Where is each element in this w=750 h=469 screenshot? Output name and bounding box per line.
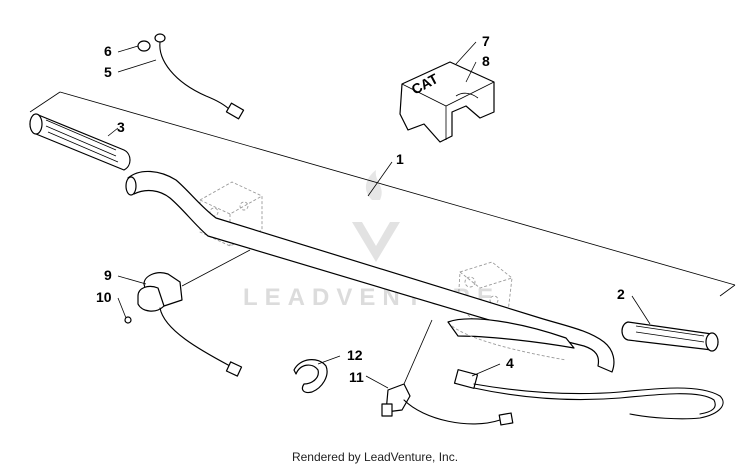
assembly-reference-line	[59, 91, 736, 286]
left-grip[interactable]	[29, 113, 131, 171]
callout-12: 12	[347, 347, 363, 363]
watermark-flame-icon	[365, 170, 382, 200]
assembly-reference-line-right	[719, 284, 736, 297]
callout-11: 11	[349, 369, 364, 385]
watermark-chevron-icon	[352, 222, 400, 262]
callout-3: 3	[117, 119, 125, 135]
callout-1: 1	[396, 151, 404, 167]
hand-warmer-switch[interactable]	[124, 272, 243, 377]
wire-harness[interactable]	[453, 369, 724, 420]
snap-ring[interactable]	[293, 359, 328, 394]
leader-lines	[107, 41, 651, 389]
brake-lever[interactable]	[447, 318, 575, 361]
callout-10: 10	[96, 289, 112, 305]
brake-switch[interactable]	[381, 383, 514, 426]
assembly-reference-line-left	[29, 91, 61, 113]
grip-heater-wire[interactable]	[137, 33, 245, 120]
callout-9: 9	[104, 267, 112, 283]
callout-4: 4	[506, 355, 514, 371]
callout-6: 6	[104, 43, 112, 59]
handlebar-pad[interactable]: CAT	[399, 61, 495, 143]
callout-2: 2	[617, 286, 625, 302]
callout-8: 8	[482, 53, 490, 69]
footer-credit: Rendered by LeadVenture, Inc.	[291, 450, 459, 464]
callout-7: 7	[482, 33, 490, 49]
right-grip[interactable]	[621, 321, 719, 352]
handlebar[interactable]	[125, 170, 615, 373]
callouts: 1 2 3 4 5 6 7 8 9 10 11 12	[96, 33, 625, 385]
callout-5: 5	[104, 64, 112, 80]
